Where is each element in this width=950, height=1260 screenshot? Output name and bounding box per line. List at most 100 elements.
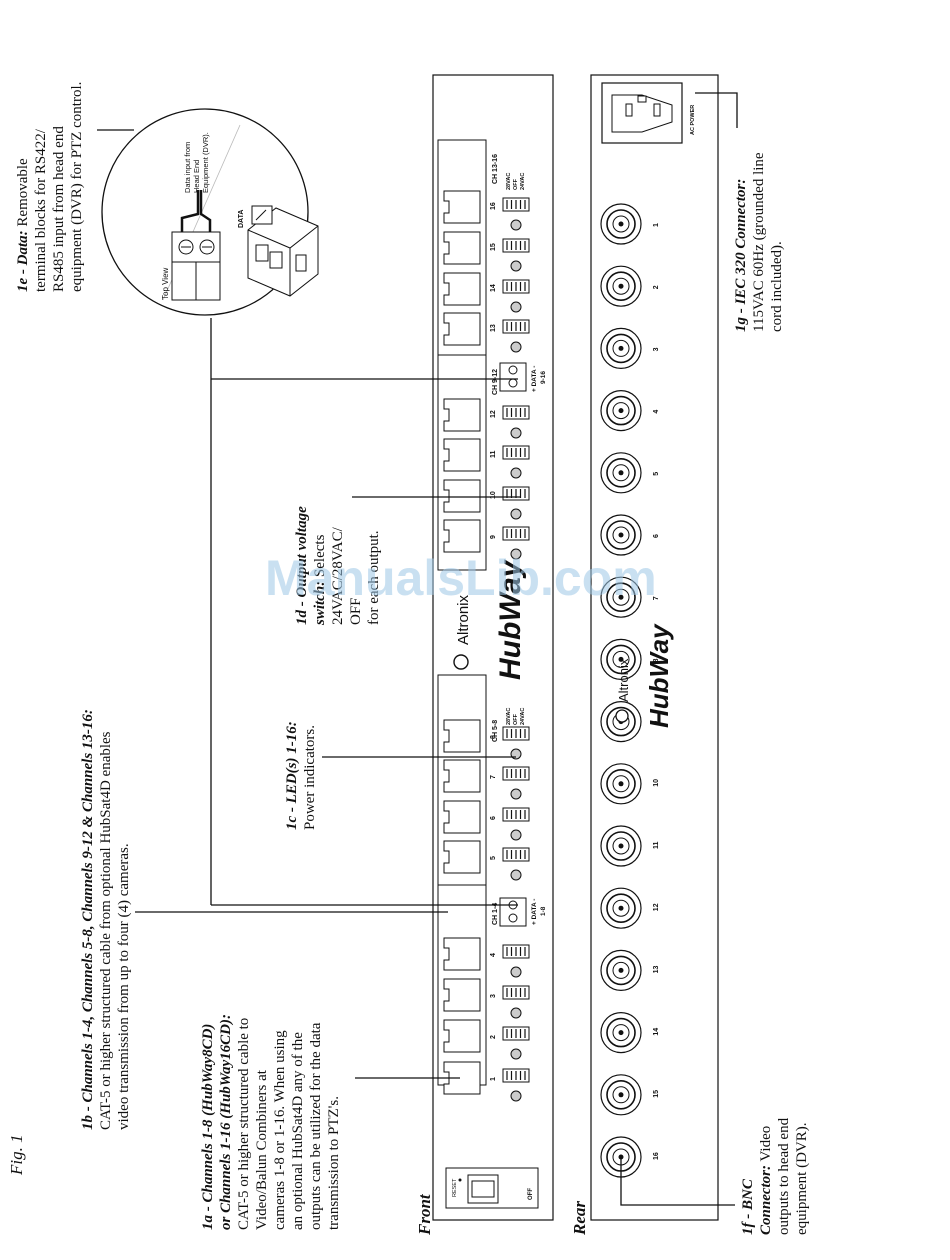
bnc-connector-14[interactable]: 14 [600, 1011, 660, 1054]
bnc-connector-7[interactable]: 7 [600, 576, 660, 618]
front-label: Front [415, 1193, 434, 1236]
data-port-label-4: 9-16 [540, 371, 547, 384]
bnc-connector-8[interactable]: 8 [600, 638, 660, 681]
channel-number-5: 5 [490, 856, 497, 860]
svg-text:transmission to PTZ's.: transmission to PTZ's. [326, 1096, 342, 1230]
bnc-connector-4[interactable]: 4 [600, 390, 660, 432]
channel-number-4: 4 [490, 953, 497, 957]
bnc-number-7: 7 [653, 596, 660, 600]
rj45-port-16[interactable] [443, 190, 481, 224]
voltage-switch-10[interactable] [502, 486, 530, 501]
channel-number-1: 1 [490, 1077, 497, 1081]
channel-number-15: 15 [490, 243, 497, 251]
hubway-logo-rear: HubWay [644, 623, 674, 728]
led-16 [510, 219, 522, 231]
rj45-port-2[interactable] [443, 1019, 481, 1053]
channel-6: 6 [443, 800, 530, 841]
rj45-port-11[interactable] [443, 438, 481, 472]
rj45-port-3[interactable] [443, 978, 481, 1012]
svg-text:Altronix: Altronix [455, 594, 472, 645]
voltage-switch-11[interactable] [502, 445, 530, 460]
led-11 [510, 467, 522, 479]
bnc-connector-1[interactable]: 1 [600, 203, 660, 245]
rj45-port-13[interactable] [443, 312, 481, 346]
rj45-port-14[interactable] [443, 272, 481, 306]
led-6 [510, 829, 522, 841]
altronix-logo-rear: Altronix [615, 658, 631, 723]
bnc-connector-15[interactable]: 15 [600, 1074, 660, 1116]
bnc-number-10: 10 [653, 779, 660, 787]
svg-text:24VAC/28VAC/: 24VAC/28VAC/ [330, 526, 346, 625]
svg-text:CAT-5 or higher structured cab: CAT-5 or higher structured cable to [236, 1018, 252, 1230]
channel-number-10: 10 [490, 491, 497, 499]
callout-1c: 1c - LED(s) 1-16: Power indicators. [284, 721, 318, 830]
rj45-port-6[interactable] [443, 800, 481, 834]
bnc-connector-2[interactable]: 2 [600, 265, 660, 307]
led-12 [510, 427, 522, 439]
bnc-connector-5[interactable]: 5 [600, 452, 660, 494]
rj45-port-1[interactable] [443, 1061, 481, 1095]
bnc-connector-6[interactable]: 6 [600, 514, 660, 556]
voltage-switch-2[interactable] [502, 1026, 530, 1041]
bnc-number-16: 16 [653, 1152, 660, 1160]
voltage-switch-9[interactable] [502, 526, 530, 541]
rj45-port-7[interactable] [443, 759, 481, 793]
voltage-switch-16[interactable] [502, 197, 530, 212]
channel-15: 15 [443, 231, 530, 272]
bnc-connector-3[interactable]: 3 [600, 327, 660, 369]
voltage-switch-13[interactable] [502, 319, 530, 334]
figure-label: Fig. 1 [7, 1134, 26, 1176]
channel-1: 1 [443, 1061, 530, 1102]
rj45-port-9[interactable] [443, 519, 481, 553]
callout-1a: 1a - Channels 1-8 (HubWay8CD) or Channel… [200, 1014, 342, 1230]
voltage-switch-8[interactable] [502, 726, 530, 741]
svg-text:24VAC: 24VAC [520, 708, 526, 725]
svg-text:outputs to head end: outputs to head end [776, 1117, 792, 1235]
data-port-label-1: + DATA - [531, 899, 538, 925]
voltage-switch-4[interactable] [502, 944, 530, 959]
channel-number-12: 12 [490, 410, 497, 418]
bnc-connector-12[interactable]: 12 [600, 887, 660, 929]
rj45-port-8[interactable] [443, 719, 481, 753]
svg-text:Altronix: Altronix [616, 658, 631, 702]
led-13 [510, 341, 522, 353]
voltage-switch-6[interactable] [502, 807, 530, 822]
data-input-line-2: Head End [192, 160, 201, 193]
voltage-switch-15[interactable] [502, 238, 530, 253]
voltage-switch-14[interactable] [502, 279, 530, 294]
ch-group-label-4: CH 13-16 [492, 154, 499, 184]
rj45-port-5[interactable] [443, 840, 481, 874]
callout-1b: 1b - Channels 1-4, Channels 5-8, Channel… [80, 709, 132, 1130]
rj45-port-4[interactable] [443, 937, 481, 971]
bnc-number-5: 5 [653, 472, 660, 476]
voltage-labels-13-16: 28VAC OFF 24VAC [506, 173, 526, 190]
bnc-number-14: 14 [653, 1028, 660, 1036]
voltage-switch-1[interactable] [502, 1068, 530, 1083]
led-14 [510, 301, 522, 313]
svg-text:for each output.: for each output. [366, 530, 382, 625]
voltage-switch-3[interactable] [502, 985, 530, 1000]
rj45-port-15[interactable] [443, 231, 481, 265]
voltage-switch-12[interactable] [502, 405, 530, 420]
bnc-number-13: 13 [653, 966, 660, 974]
voltage-switch-7[interactable] [502, 766, 530, 781]
svg-text:CAT-5 or higher structured cab: CAT-5 or higher structured cable from op… [98, 731, 114, 1130]
ch-group-label-3: CH 9-12 [492, 369, 499, 395]
channel-3: 3 [443, 978, 530, 1019]
bnc-connector-11[interactable]: 11 [600, 825, 660, 867]
channel-9: 9 [443, 519, 530, 560]
bnc-connector-10[interactable]: 10 [600, 763, 660, 805]
voltage-switch-5[interactable] [502, 847, 530, 862]
bnc-connector-13[interactable]: 13 [600, 949, 660, 992]
leader-lines [97, 92, 738, 1206]
channel-12: 12 [443, 398, 530, 439]
bnc-number-8: 8 [653, 658, 660, 662]
svg-text:24VAC: 24VAC [520, 173, 526, 190]
channel-number-14: 14 [490, 284, 497, 292]
svg-text:RS485 input from head end: RS485 input from head end [51, 126, 67, 292]
rj45-port-10[interactable] [443, 479, 481, 513]
led-5 [510, 869, 522, 881]
rj45-port-12[interactable] [443, 398, 481, 432]
channel-number-3: 3 [490, 994, 497, 998]
